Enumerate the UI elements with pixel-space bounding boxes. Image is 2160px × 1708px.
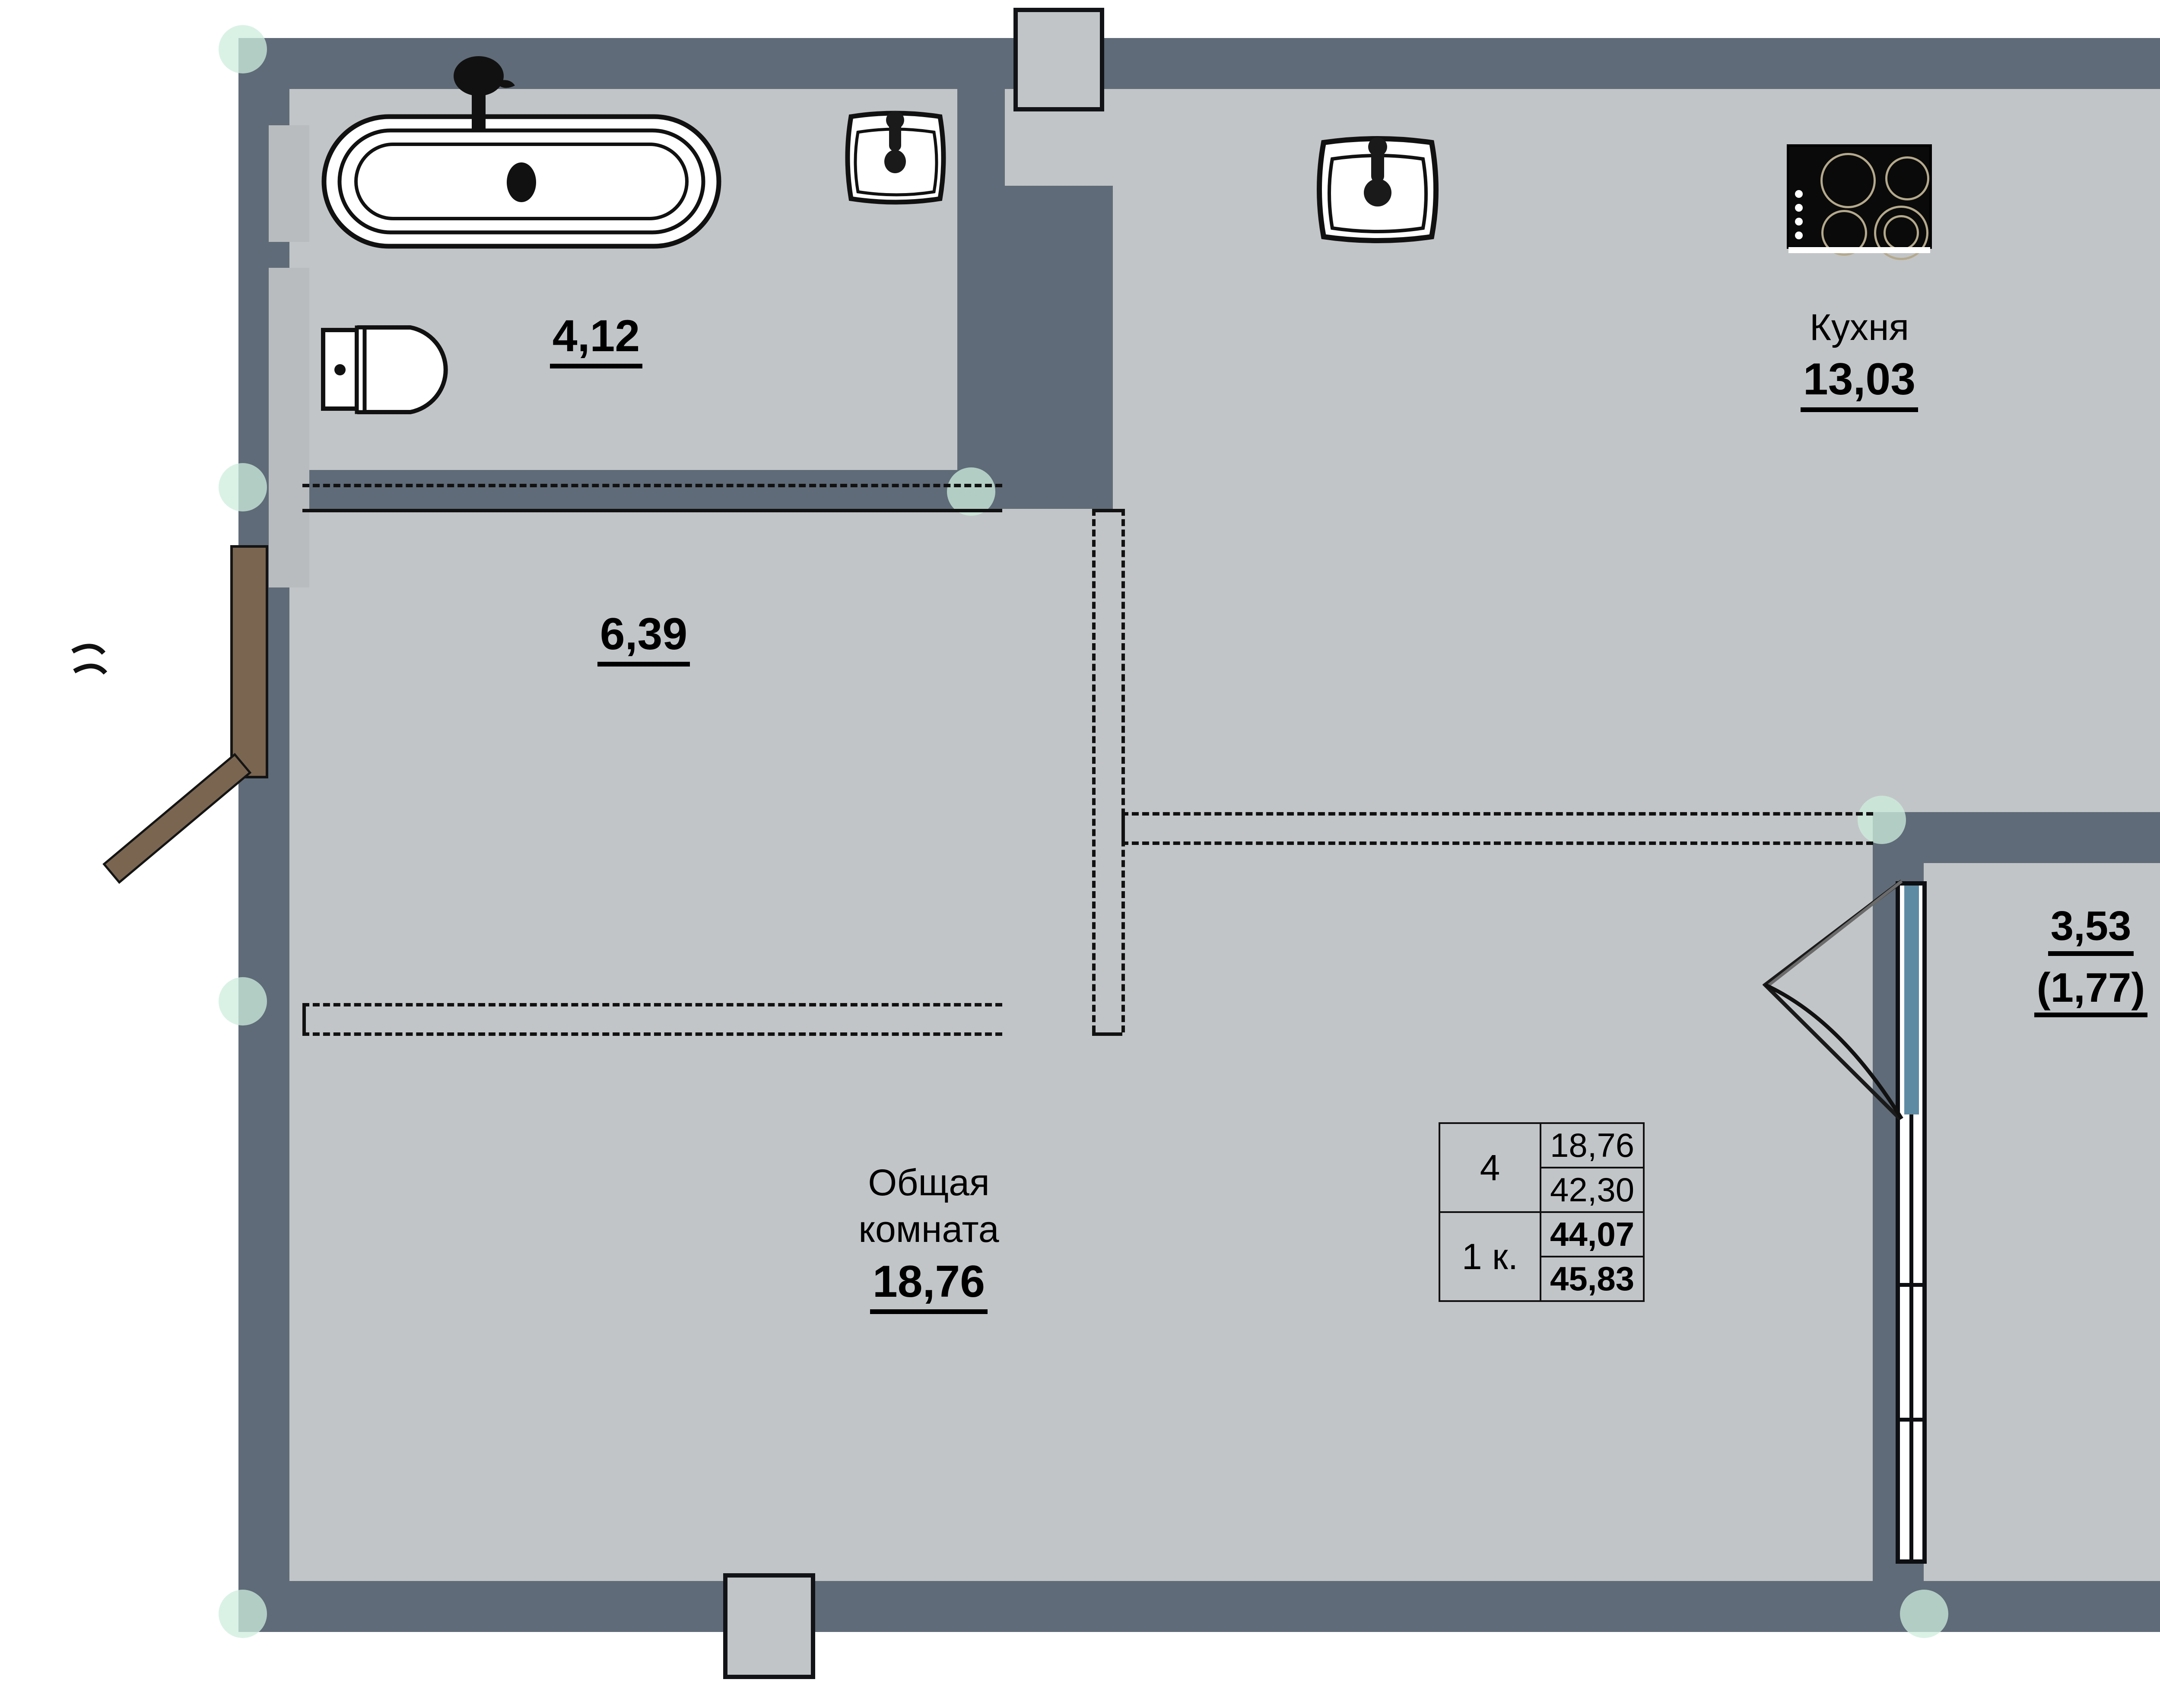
kitchen-area: 13,03: [1800, 354, 1919, 412]
toilet-icon: [321, 325, 448, 414]
corner-marker-kitchen-corner: [1858, 796, 1906, 844]
bathroom-label: 4,12: [510, 311, 683, 369]
wall-top-outer: [238, 38, 2160, 89]
summary-total-area: 44,07: [1539, 1211, 1645, 1257]
living-room-label: Общая комната 18,76: [739, 1162, 1119, 1314]
hall-label: 6,39: [557, 609, 730, 667]
cooktop-front-strip: [1788, 247, 1930, 253]
table-row: 4 18,76: [1439, 1122, 1645, 1213]
kitchen-sink-icon: [1317, 136, 1439, 243]
apartment-summary-table: 4 18,76 42,30 1 к. 44,07 45,83: [1439, 1122, 1645, 1302]
bathroom-area: 4,12: [550, 311, 643, 369]
opening-hall-vertical-left: [1092, 509, 1096, 1032]
opening-hall-doorway-top: [302, 1003, 1002, 1006]
balcony-area-counted: (1,77): [2034, 965, 2148, 1018]
kitchen-name: Кухня: [1809, 307, 1909, 348]
opening-hall-vertical-bottom-cap: [1092, 1032, 1122, 1036]
cooktop-icon: [1787, 144, 1932, 260]
corner-marker-left-mid: [219, 463, 267, 511]
corner-marker-left-low: [219, 977, 267, 1025]
wall-bathroom-right: [957, 38, 1005, 509]
corner-marker-bathroom-corner: [947, 467, 995, 516]
opening-kitchen-doorway-top: [1121, 812, 1873, 816]
room-kitchen-floor-overlay2: [1005, 509, 1873, 812]
corner-marker-tl: [219, 25, 267, 73]
summary-total-with-balcony: 45,83: [1539, 1256, 1645, 1302]
table-row: 45,83: [1439, 1256, 1645, 1302]
corner-marker-bl: [219, 1590, 267, 1638]
living-room-name-line1: Общая: [868, 1162, 990, 1203]
entrance-door-leaf[interactable]: [230, 545, 268, 778]
hall-area: 6,39: [597, 609, 690, 667]
summary-usable-area: 42,30: [1539, 1167, 1645, 1213]
washbasin-bathroom-icon: [845, 111, 946, 205]
column-bottom-left: [723, 1573, 815, 1679]
kitchen-label: Кухня 13,03: [1704, 307, 2015, 412]
balcony-area: 3,53: [2048, 903, 2134, 956]
entrance-door-handle-icon: [71, 644, 108, 675]
wall-bottom-outer: [238, 1581, 2160, 1632]
opening-bathroom-doorway-edge: [302, 509, 1002, 512]
table-row: 1 к. 44,07: [1439, 1211, 1645, 1302]
wall-hall-stub-overlay: [1005, 186, 1113, 509]
opening-hall-doorway-left-edge: [302, 1003, 306, 1033]
table-row: 42,30: [1439, 1167, 1645, 1213]
bathtub-faucet-icon: [454, 56, 515, 131]
bathtub-icon: [321, 114, 721, 249]
opening-bathroom-doorway: [302, 484, 1002, 487]
summary-rooms-count: 4: [1439, 1122, 1541, 1213]
corner-marker-balcony-bl: [1900, 1590, 1948, 1638]
balcony-door-swing-arc-icon: [1763, 879, 1903, 1121]
column-top-left: [1013, 8, 1104, 111]
wall-bathroom-bottom-overlay: [238, 470, 1052, 509]
room-balcony-floor: [1924, 863, 2160, 1581]
summary-rooms-type: 1 к.: [1439, 1211, 1541, 1302]
niche-left-upper: [269, 125, 309, 242]
living-room-area: 18,76: [870, 1257, 988, 1314]
balcony-door-glass: [1904, 886, 1919, 1114]
balcony-label: 3,53 (1,77): [1970, 903, 2160, 1018]
opening-hall-doorway-bottom: [302, 1032, 1002, 1036]
entrance-door-swing-panel[interactable]: [102, 753, 252, 884]
opening-kitchen-doorway-left-edge: [1121, 812, 1125, 842]
niche-left-lower: [269, 268, 309, 587]
opening-hall-vertical-top-cap: [1092, 509, 1122, 512]
summary-living-area: 18,76: [1539, 1122, 1645, 1168]
living-room-name-line2: комната: [858, 1209, 999, 1251]
opening-kitchen-doorway-bottom: [1121, 841, 1873, 845]
opening-hall-vertical-right: [1121, 509, 1125, 1032]
